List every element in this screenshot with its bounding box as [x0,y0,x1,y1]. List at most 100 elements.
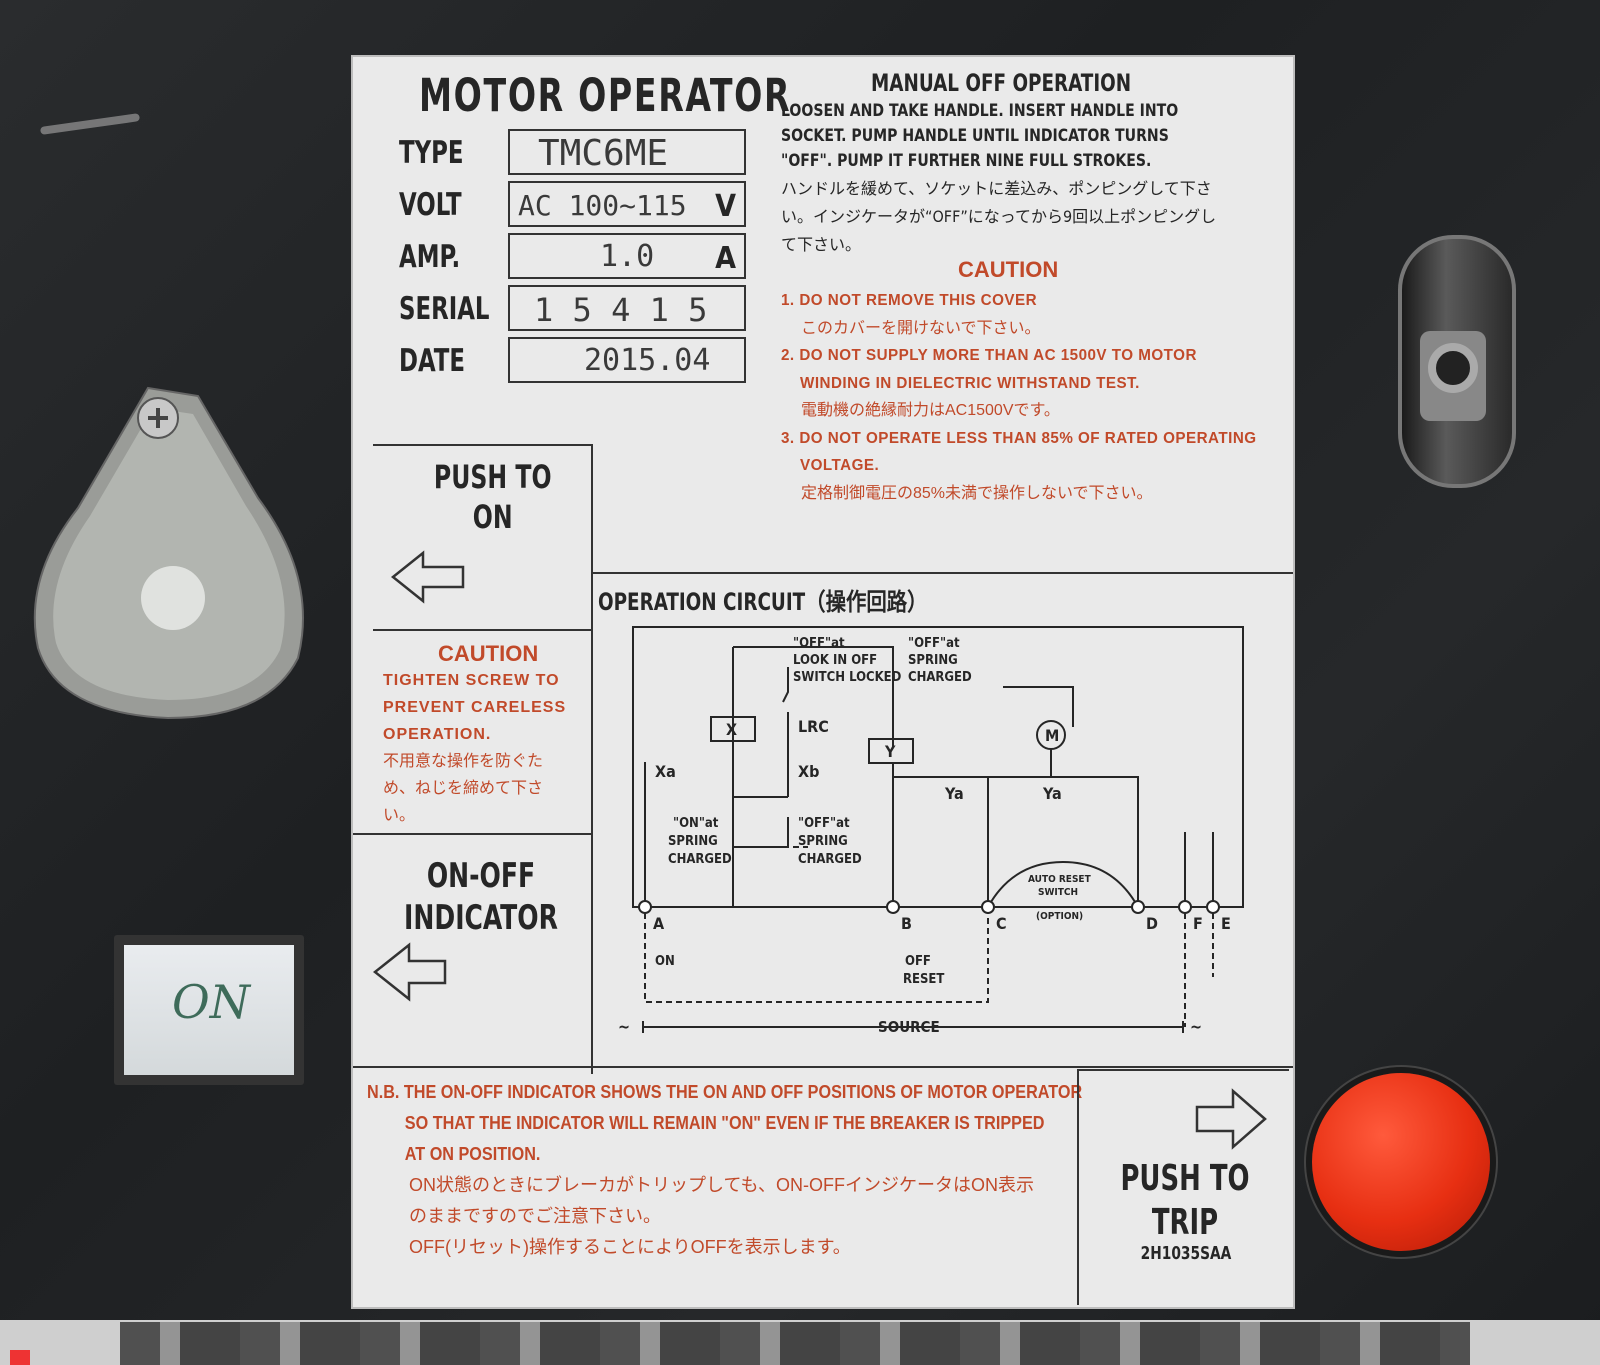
circuit-label-spring-2: SPRING [668,834,718,849]
caution-title: CAUTION [958,257,1059,282]
circuit-f: F [1193,914,1203,933]
caution-list: 1. DO NOT REMOVE THIS COVER このカバーを開けないで下… [781,287,1257,507]
circuit-tilde-left: ~ [618,1017,630,1036]
push-to-on-line-1: PUSH TO [433,458,552,496]
circuit-ya-1: Ya [944,784,964,803]
note-jp-3: OFF(リセット)操作することによりOFFを表示します。 [409,1237,851,1257]
note-line-3: AT ON POSITION. [404,1144,541,1164]
circuit-ya-2: Ya [1042,784,1062,803]
push-to-trip-label: PUSH TO TRIP [1113,1157,1257,1245]
manual-off-text-en: LOOSEN AND TAKE HANDLE. INSERT HANDLE IN… [781,101,1179,171]
spec-volt-label: VOLT [399,187,462,223]
circuit-d: D [1146,914,1158,933]
note-jp-2: のままですのでご注意下さい。 [409,1206,661,1226]
circuit-label-option: (OPTION) [1036,911,1083,922]
caution-item-3-cont: VOLTAGE. [800,457,880,474]
circuit-lrc: LRC [798,717,829,736]
manual-off-title: MANUAL OFF OPERATION [871,69,1132,97]
arrow-left-icon [390,550,465,604]
spec-type-label: TYPE [399,135,464,171]
note-jp-1: ON状態のときにブレーカがトリップしても、ON-OFFインジケータはON表示 [409,1175,1035,1195]
spec-date-box: 2015.04 [508,337,746,383]
spec-serial-value: 1 5 4 1 5 [534,291,708,329]
caution-item-2-jp: 電動機の絶縁耐力はAC1500Vです。 [801,402,1060,419]
manual-handle-socket[interactable] [1398,235,1516,488]
circuit-xb: Xb [798,762,819,781]
circuit-e: E [1221,914,1231,933]
note-line-2: SO THAT THE INDICATOR WILL REMAIN "ON" E… [404,1113,1045,1133]
on-off-line-2: INDICATOR [404,898,558,938]
circuit-label-charged-3: CHARGED [798,852,862,867]
circuit-b: B [901,914,912,933]
circuit-y: Y [884,742,896,761]
terminal-block [120,1322,1470,1365]
circuit-label-auto-reset: AUTO RESET [1028,874,1092,885]
circuit-on: ON [655,954,675,969]
circuit-c: C [996,914,1007,933]
circuit-xa: Xa [655,762,676,781]
circuit-label-off-spring: "OFF"at [908,636,960,651]
plate-title: MOTOR OPERATOR [419,69,792,122]
caution-item-3-jp: 定格制御電圧の85%未満で操作しないで下さい。 [801,484,1153,502]
circuit-off: OFF [905,954,931,969]
caution-item-2-cont: WINDING IN DIELECTRIC WITHSTAND TEST. [800,374,1140,392]
spec-type-value: TMC6ME [538,133,669,174]
spec-volt-box: AC 100~115 V [508,181,746,227]
bottom-note: N.B. THE ON-OFF INDICATOR SHOWS THE ON A… [367,1077,1083,1263]
spec-amp-label: AMP. [399,239,461,275]
red-tag [10,1350,30,1365]
spec-type-box: TMC6ME [508,129,746,175]
circuit-label-off-lock-3: SWITCH LOCKED [793,670,902,685]
caution-item-1: 1. DO NOT REMOVE THIS COVER [781,292,1038,309]
caution-item-2: 2. DO NOT SUPPLY MORE THAN AC 1500V TO M… [781,347,1197,364]
part-number: 2H1035SAA [1140,1243,1232,1264]
trip-button[interactable] [1312,1073,1490,1251]
left-panel [373,444,593,1074]
circuit-label-off-lock-2: LOOK IN OFF [793,653,877,668]
push-to-trip-panel [1077,1069,1289,1305]
circuit-x: X [726,720,737,739]
left-caution-jp: 不用意な操作を防ぐため、ねじを締めて下さい。 [383,753,544,824]
caution-item-1-jp: このカバーを開けないで下さい。 [801,319,1041,337]
circuit-label-charged-2: CHARGED [668,852,732,867]
lens-cover [18,378,318,730]
push-to-on-line-2: ON [472,498,513,536]
manual-off-text-jp: ハンドルを緩めて、ソケットに差込み、ポンピングして下さい。インジケータが“OFF… [781,179,1217,254]
spec-amp-value: 1.0 [600,239,655,274]
circuit-title: OPERATION CIRCUIT（操作回路） [598,588,928,616]
spec-serial-label: SERIAL [399,291,490,327]
spec-amp-unit: A [715,241,736,276]
circuit-label-off-lock: "OFF"at [793,636,845,651]
circuit-label-switch: SWITCH [1038,887,1078,898]
left-caution-title: CAUTION [438,641,539,666]
circuit-label-charged: CHARGED [908,670,972,685]
socket-hole [1428,343,1478,393]
left-caution-en: TIGHTEN SCREW TO PREVENT CARELESS OPERAT… [383,672,567,743]
circuit-label-spring: SPRING [908,653,958,668]
spec-date-value: 2015.04 [584,343,711,378]
spec-volt-value: AC 100~115 [518,189,687,222]
circuit-label-on-at: "ON"at [673,816,719,831]
circuit-label-spring-3: SPRING [798,834,848,849]
nameplate: MOTOR OPERATOR TYPE TMC6ME VOLT AC 100~1… [351,55,1295,1309]
arrow-right-icon [1195,1088,1267,1150]
push-to-trip-line-2: TRIP [1151,1202,1219,1243]
circuit-m: M [1045,726,1059,745]
circuit-a: A [653,914,665,933]
push-to-trip-line-1: PUSH TO [1120,1158,1250,1199]
push-to-on-label: PUSH TO ON [434,457,552,537]
circuit-reset: RESET [903,972,944,987]
circuit-label-off-at-2: "OFF"at [798,816,850,831]
spec-date-label: DATE [399,343,465,379]
indicator-state: ON [172,975,250,1029]
spec-serial-box: 1 5 4 1 5 [508,285,746,331]
spec-amp-box: 1.0 A [508,233,746,279]
circuit-tilde-right: ~ [1190,1017,1202,1036]
on-off-indicator-window: ON [114,935,304,1085]
plate-dividers [353,572,1293,1068]
caution-item-3: 3. DO NOT OPERATE LESS THAN 85% OF RATED… [781,429,1257,447]
on-off-indicator-label: ON-OFF INDICATOR [399,855,563,939]
on-off-line-1: ON-OFF [426,856,536,896]
note-line-1: N.B. THE ON-OFF INDICATOR SHOWS THE ON A… [367,1082,1083,1102]
spec-volt-unit: V [715,189,736,224]
